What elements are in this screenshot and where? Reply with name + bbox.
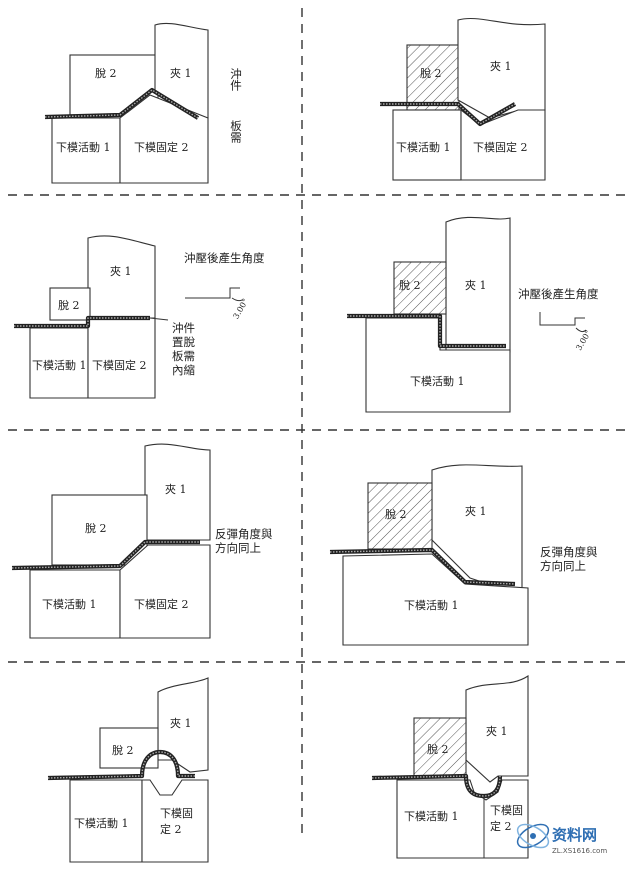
panel-2: 脫 2 夾 1 下模活動 1 下模固定 2 <box>380 17 546 181</box>
clamp-block <box>144 443 211 541</box>
lower-moving-die <box>392 109 462 181</box>
clamp-label: 夾 1 <box>165 483 187 496</box>
stripper-label: 脫 2 <box>85 521 107 535</box>
stripper-block <box>99 727 159 769</box>
lower-moving-label: 下模活動 1 <box>42 597 97 611</box>
lower-fixed-label-2: 定 2 <box>160 822 182 836</box>
lower-fixed-label: 下模固定 2 <box>92 358 147 372</box>
lower-fixed-label-1: 下模固 <box>160 807 193 820</box>
shrink-note-2: 置脫 <box>172 335 195 349</box>
shrink-note: 沖件 板需 <box>229 68 243 143</box>
lower-moving-label: 下模活動 1 <box>74 816 129 830</box>
clamp-block <box>157 677 209 773</box>
lower-fixed-die <box>141 779 209 863</box>
lower-moving-label: 下模活動 1 <box>404 809 459 823</box>
stripper-label: 脫 2 <box>58 298 80 312</box>
lower-fixed-die <box>119 544 211 639</box>
lower-moving-label: 下模活動 1 <box>56 140 111 154</box>
clamp-block <box>445 216 511 353</box>
panel-3: 夾 1 脫 2 下模活動 1 下模固定 2 沖件 置脫 板需 內縮 沖壓後產生角… <box>14 235 265 399</box>
stripper-label: 脫 2 <box>95 66 117 80</box>
stripper-label: 脫 2 <box>399 278 421 292</box>
shrink-note-3: 板需 <box>229 119 243 143</box>
lower-moving-label: 下模活動 1 <box>32 358 87 372</box>
shrink-note: 沖件 置脫 板需 內縮 <box>172 321 195 377</box>
angle-symbol <box>185 287 240 299</box>
springback-note-1: 反彈角度與 <box>540 545 598 559</box>
clamp-block <box>87 235 156 319</box>
stripper-label: 脫 2 <box>385 507 407 521</box>
clamp-label: 夾 1 <box>465 279 487 292</box>
lower-moving-die <box>342 553 529 646</box>
angle-value: 3.00° <box>231 297 250 320</box>
angle-value: 3.00° <box>574 329 593 352</box>
lower-fixed-die <box>119 94 209 184</box>
lower-fixed-label: 下模固定 2 <box>473 140 528 154</box>
lower-fixed-label-2: 定 2 <box>490 819 512 833</box>
clamp-label: 夾 1 <box>490 60 512 73</box>
angle-note: 沖壓後產生角度 <box>518 287 599 301</box>
springback-note-2: 方向同上 <box>215 541 261 555</box>
shrink-note-3: 板需 <box>172 349 195 363</box>
lower-fixed-label-1: 下模固 <box>490 804 523 817</box>
angle-symbol <box>539 312 585 326</box>
stripper-block <box>413 717 467 777</box>
stripper-label: 脫 2 <box>427 742 449 756</box>
panel-7: 夾 1 脫 2 下模活動 1 下模固 定 2 <box>47 677 209 863</box>
shrink-note-4: 內縮 <box>172 363 195 377</box>
clamp-block <box>465 674 529 783</box>
panel-4: 夾 1 脫 2 下模活動 1 沖壓後產生角度 3.00° <box>347 216 599 413</box>
panel-8: 夾 1 脫 2 下模活動 1 下模固 定 2 <box>371 674 529 859</box>
clamp-label: 夾 1 <box>170 717 192 730</box>
panel-6: 夾 1 脫 2 下模活動 1 反彈角度與 方向同上 <box>329 464 598 646</box>
watermark-name: 资料网 <box>552 826 597 844</box>
stripper-label: 脫 2 <box>420 66 442 80</box>
angle-note: 沖壓後產生角度 <box>184 251 265 265</box>
springback-note-1: 反彈角度與 <box>215 527 273 541</box>
lower-fixed-die <box>87 317 156 399</box>
clamp-label: 夾 1 <box>110 265 132 278</box>
lower-moving-label: 下模活動 1 <box>396 140 451 154</box>
clamp-label: 夾 1 <box>465 505 487 518</box>
stripper-label: 脫 2 <box>112 743 134 757</box>
lower-moving-label: 下模活動 1 <box>410 374 465 388</box>
clamp-label: 夾 1 <box>486 725 508 738</box>
watermark-logo <box>516 823 550 849</box>
lower-moving-label: 下模活動 1 <box>404 598 459 612</box>
lower-fixed-label: 下模固定 2 <box>134 597 189 611</box>
watermark-url: ZL.XS1616.com <box>552 847 607 855</box>
clamp-label: 夾 1 <box>170 67 192 80</box>
stripper-block <box>49 287 91 321</box>
panel-1: 脫 2 夾 1 下模活動 1 下模固定 2 沖件 板需 <box>44 22 243 184</box>
springback-note-2: 方向同上 <box>540 559 586 573</box>
lower-fixed-label: 下模固定 2 <box>134 140 189 154</box>
stripper-block <box>393 261 447 315</box>
stripper-block <box>367 482 433 550</box>
shrink-note-1: 沖件 <box>172 321 195 335</box>
sheet-metal <box>44 87 200 120</box>
panel-5: 夾 1 脫 2 下模活動 1 下模固定 2 反彈角度與 方向同上 <box>11 443 273 639</box>
shrink-note-1: 沖件 <box>229 68 243 92</box>
watermark: 资料网 ZL.XS1616.com <box>516 823 607 855</box>
